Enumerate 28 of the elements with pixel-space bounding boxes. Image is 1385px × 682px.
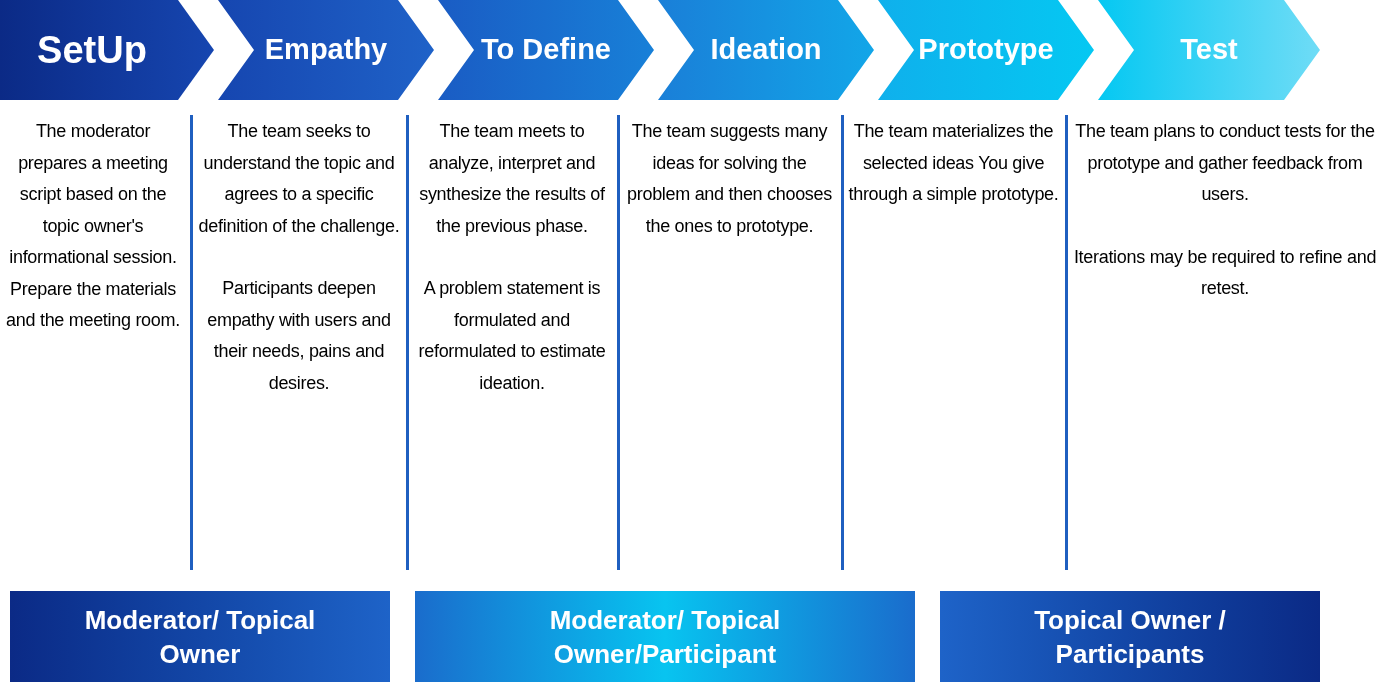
phase-description: A problem statement is formulated and reformulated to estimate ideation. [417, 277, 607, 395]
role-bar [940, 591, 1320, 682]
phase-step-shape [1098, 0, 1320, 100]
phase-description: The team plans to conduct tests for the prototype and gather feedback from users. [1074, 120, 1376, 206]
role-label: Moderator/ Topical Owner [83, 603, 317, 671]
phase-description: Iterations may be required to refine and retest. [1072, 245, 1378, 300]
role-label: Topical Owner / Participants [1033, 603, 1227, 671]
phase-description: Participants deepen empathy with users and their needs, pains and desires. [206, 277, 392, 395]
phase-step-shape [0, 0, 214, 100]
phase-title: Ideation [709, 32, 823, 68]
phase-description: Prepare the materials and the meeting room. [5, 277, 181, 332]
phase-step-shape [878, 0, 1094, 100]
phase-title: Empathy [263, 32, 389, 68]
phase-title: SetUp [37, 27, 148, 73]
phase-step-shape [218, 0, 434, 100]
role-bar [10, 591, 390, 682]
phase-description: The team materializes the selected ideas You give through a simple prototype. [847, 120, 1060, 206]
phase-description: The team seeks to understand the topic and agrees to a specific definition of the challenge. [197, 120, 401, 238]
phase-title: Test [1179, 32, 1239, 68]
role-bar [415, 591, 915, 682]
phase-title: To Define [480, 32, 612, 68]
phase-description: The team suggests many ideas for solving the problem and then chooses the ones to prototype. [626, 120, 833, 238]
role-label: Moderator/ Topical Owner/Participant [548, 603, 782, 671]
phase-description: The moderator prepares a meeting script based on the topic owner's informational session. [8, 120, 178, 269]
phase-description: The team meets to analyze, interpret and synthesize the results of the previous phase. [418, 120, 606, 238]
phase-step-shape [658, 0, 874, 100]
phase-title: Prototype [917, 32, 1055, 68]
phase-step-shape [438, 0, 654, 100]
